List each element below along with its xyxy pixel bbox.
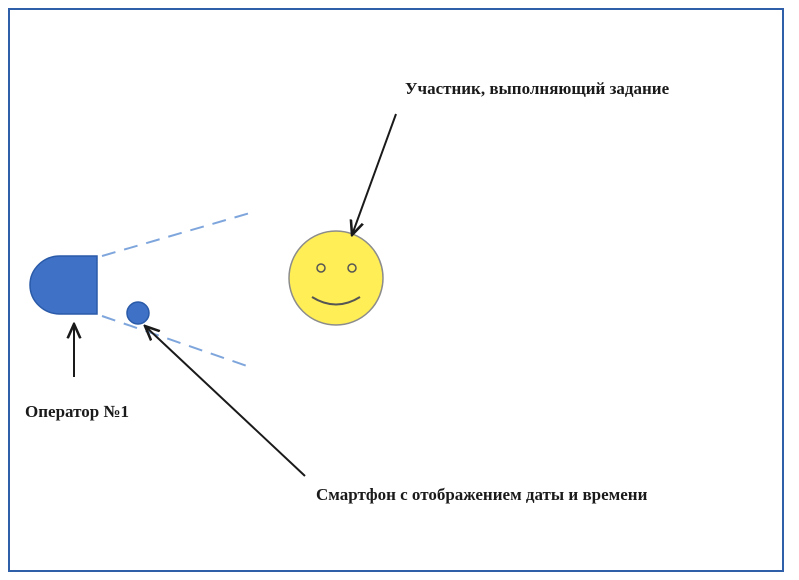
- arrow-to-smartphone: [145, 326, 306, 477]
- participant-label: Участник, выполняющий задание: [405, 79, 670, 98]
- view-line-lower: [101, 315, 251, 368]
- smiley-face-icon: [288, 230, 384, 326]
- smartphone-dot-icon: [126, 301, 150, 325]
- arrow-to-participant: [352, 113, 397, 235]
- view-line-upper: [101, 212, 251, 257]
- diagram-frame: [8, 8, 784, 572]
- smartphone-label: Смартфон с отображением даты и времени: [316, 485, 648, 504]
- operator-label: Оператор №1: [25, 402, 129, 421]
- camera-operator-icon: [29, 255, 98, 315]
